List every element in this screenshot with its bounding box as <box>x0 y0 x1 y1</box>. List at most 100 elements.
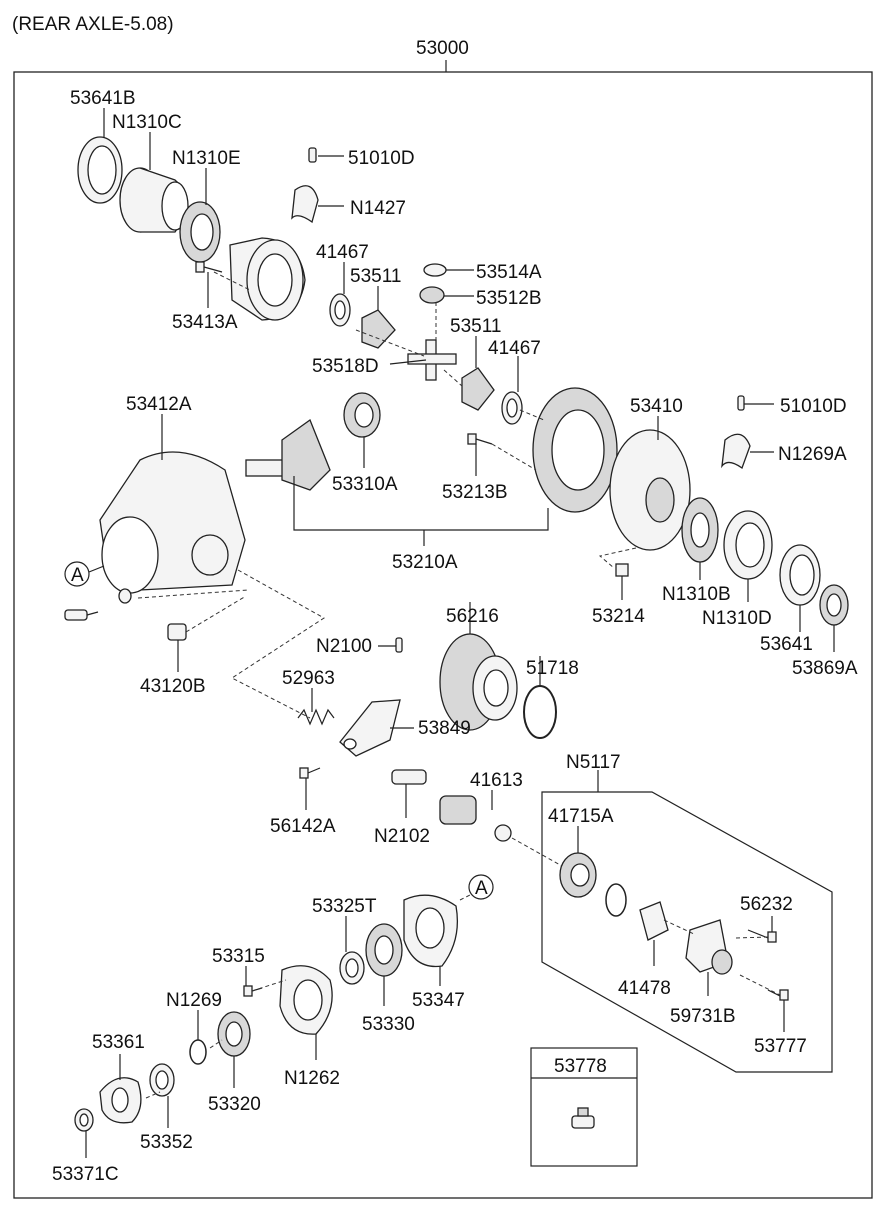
part-53347-gasket[interactable] <box>403 894 459 968</box>
label-59731B[interactable]: 59731B <box>670 1006 736 1027</box>
label-53641[interactable]: 53641 <box>760 634 813 655</box>
part-51010D-pin-top[interactable] <box>308 147 317 163</box>
label-N1269[interactable]: N1269 <box>166 990 222 1011</box>
part-N1427-bearing-cap[interactable] <box>291 185 319 224</box>
label-53315[interactable]: 53315 <box>212 946 265 967</box>
part-41467-thrust-washer-left[interactable] <box>329 293 351 327</box>
part-53849-shift-fork[interactable] <box>339 699 401 757</box>
label-N1427[interactable]: N1427 <box>350 198 406 219</box>
label-53325T[interactable]: 53325T <box>312 896 377 917</box>
label-56232[interactable]: 56232 <box>740 894 793 915</box>
label-N1310C[interactable]: N1310C <box>112 112 182 133</box>
part-53778-plug[interactable] <box>571 1107 595 1129</box>
label-41613[interactable]: 41613 <box>470 770 523 791</box>
label-41715A[interactable]: 41715A <box>548 806 614 827</box>
label-N1269A[interactable]: N1269A <box>778 444 847 465</box>
label-N1310B[interactable]: N1310B <box>662 584 731 605</box>
label-53330[interactable]: 53330 <box>362 1014 415 1035</box>
label-56142A[interactable]: 56142A <box>270 816 336 837</box>
label-53410[interactable]: 53410 <box>630 396 683 417</box>
part-41715A-piston[interactable] <box>559 852 597 898</box>
part-N1310B-bearing-cone[interactable] <box>681 497 719 563</box>
label-51010D-top[interactable]: 51010D <box>348 148 415 169</box>
part-53210A-ring-gear[interactable] <box>532 387 618 513</box>
part-53511-side-gear-left[interactable] <box>361 309 396 349</box>
part-56216-clutch-sleeve[interactable] <box>439 633 518 731</box>
label-53371C[interactable]: 53371C <box>52 1164 119 1185</box>
part-53413A-bolt[interactable] <box>195 261 223 273</box>
label-53778[interactable]: 53778 <box>554 1056 607 1077</box>
part-53410-differential-case[interactable] <box>609 429 691 551</box>
part-N1310C-bearing-cup[interactable] <box>119 167 189 233</box>
label-N1310E[interactable]: N1310E <box>172 148 241 169</box>
part-53518D-spider-shaft[interactable] <box>407 339 457 381</box>
label-53849[interactable]: 53849 <box>418 718 471 739</box>
part-53514A-washer[interactable] <box>423 263 447 277</box>
part-N1269A-bearing-cap[interactable] <box>721 433 751 470</box>
part-53325T-seal[interactable] <box>339 951 365 985</box>
label-43120B[interactable]: 43120B <box>140 676 206 697</box>
part-53641B-seal-ring[interactable] <box>77 136 123 204</box>
part-43120B-plug[interactable] <box>167 623 187 641</box>
label-53412A[interactable]: 53412A <box>126 394 192 415</box>
label-41478[interactable]: 41478 <box>618 978 671 999</box>
label-52963[interactable]: 52963 <box>282 668 335 689</box>
part-53320-bearing[interactable] <box>217 1011 251 1057</box>
label-53641B[interactable]: 53641B <box>70 88 136 109</box>
label-N1310D[interactable]: N1310D <box>702 608 772 629</box>
part-53511-side-gear-right[interactable] <box>461 367 495 411</box>
part-41613-bushing[interactable] <box>439 795 477 825</box>
part-53641-seal-ring[interactable] <box>779 544 821 606</box>
part-52963-spring[interactable] <box>297 708 335 726</box>
part-53512B-pinion-gear[interactable] <box>419 286 445 304</box>
label-N2102[interactable]: N2102 <box>374 826 430 847</box>
label-53352[interactable]: 53352 <box>140 1132 193 1153</box>
part-N2100-pin[interactable] <box>395 637 403 653</box>
label-53310A[interactable]: 53310A <box>332 474 398 495</box>
label-51718[interactable]: 51718 <box>526 658 579 679</box>
label-53320[interactable]: 53320 <box>208 1094 261 1115</box>
part-53412A-carrier-housing[interactable] <box>99 451 246 594</box>
label-N1262[interactable]: N1262 <box>284 1068 340 1089</box>
part-differential-carrier-flange[interactable] <box>229 237 306 321</box>
part-51010D-pin-right[interactable] <box>737 395 745 411</box>
label-41467-b[interactable]: 41467 <box>488 338 541 359</box>
part-small-bushing[interactable] <box>494 824 512 842</box>
part-small-washer[interactable] <box>118 588 132 604</box>
label-53869A[interactable]: 53869A <box>792 658 858 679</box>
label-51010D-right[interactable]: 51010D <box>780 396 847 417</box>
part-N1310E-bearing-cone[interactable] <box>179 201 221 263</box>
label-53511-a[interactable]: 53511 <box>350 266 401 287</box>
part-51718-snap-ring[interactable] <box>523 685 557 739</box>
label-53347[interactable]: 53347 <box>412 990 465 1011</box>
part-N1310D-bearing-cup[interactable] <box>723 510 773 580</box>
part-53371C-nut[interactable] <box>74 1108 94 1132</box>
label-53518D[interactable]: 53518D <box>312 356 379 377</box>
label-53413A[interactable]: 53413A <box>172 312 238 333</box>
label-41467-a[interactable]: 41467 <box>316 242 369 263</box>
label-53361[interactable]: 53361 <box>92 1032 145 1053</box>
reference-marker-a-left[interactable]: A <box>64 561 90 587</box>
label-53214[interactable]: 53214 <box>592 606 645 627</box>
label-N2100[interactable]: N2100 <box>316 636 372 657</box>
part-41478-gasket[interactable] <box>639 901 669 941</box>
part-N2102-actuator-rod[interactable] <box>391 769 427 785</box>
part-53310A-pinion-bearing[interactable] <box>343 392 381 438</box>
label-N5117[interactable]: N5117 <box>566 752 621 773</box>
part-59731B-actuator[interactable] <box>685 919 733 975</box>
part-53869A-seal[interactable] <box>819 584 849 626</box>
part-53330-bearing[interactable] <box>365 923 403 977</box>
part-53214-nut[interactable] <box>615 563 629 577</box>
part-breather-plug[interactable] <box>64 609 99 621</box>
part-53777-bolt[interactable] <box>767 989 789 1001</box>
part-53361-hub-flange[interactable] <box>99 1077 142 1124</box>
part-N1262-retainer-plate[interactable] <box>279 965 333 1035</box>
label-53511-b[interactable]: 53511 <box>450 316 501 337</box>
part-41467-thrust-washer-right[interactable] <box>501 391 523 425</box>
label-53512B[interactable]: 53512B <box>476 288 542 309</box>
part-56142A-bolt[interactable] <box>299 767 321 779</box>
label-53213B[interactable]: 53213B <box>442 482 508 503</box>
assembly-number-label[interactable]: 53000 <box>416 38 469 59</box>
label-53514A[interactable]: 53514A <box>476 262 542 283</box>
label-53210A[interactable]: 53210A <box>392 552 458 573</box>
